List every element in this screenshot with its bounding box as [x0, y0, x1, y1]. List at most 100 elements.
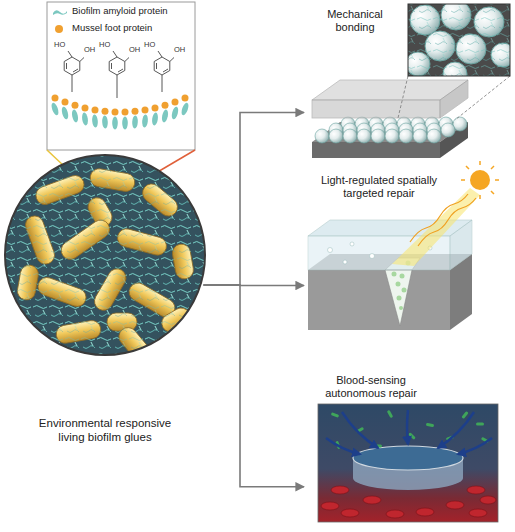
- red-blood-cell: [446, 501, 464, 509]
- double-bond: [73, 69, 78, 72]
- application-panel: Light-regulated spatially targeted repai…: [305, 170, 512, 335]
- amyloid-fiber: [171, 106, 180, 120]
- repair-particle: [402, 288, 407, 293]
- repair-particle: [396, 282, 401, 287]
- red-blood-cell: [480, 496, 496, 504]
- blood-repair-illustration: [318, 404, 498, 522]
- bond: [72, 75, 73, 92]
- atom-label: HO: [99, 41, 110, 49]
- glue-sphere: [329, 129, 343, 143]
- fiber-mesh: [5, 155, 205, 355]
- zoom-inset: [408, 4, 510, 76]
- amyloid-fiber: [142, 114, 149, 127]
- double-bond: [66, 63, 67, 69]
- bond: [170, 58, 174, 62]
- bubble: [328, 248, 333, 253]
- atom-label: HO: [144, 41, 155, 49]
- crack: [385, 270, 412, 326]
- flow-arrow: [407, 410, 408, 444]
- benzene-ring: [64, 57, 80, 75]
- biofilm-illustration: [5, 155, 205, 366]
- light-ray: [418, 198, 476, 246]
- amyloid-swatch: [52, 7, 68, 17]
- mussel-protein-dot: [132, 108, 139, 115]
- sun-ray: [466, 166, 469, 169]
- zoom-frame: [408, 4, 510, 76]
- application-panel: Blood-sensing autonomous repair: [305, 372, 512, 525]
- bubble: [350, 242, 354, 246]
- bubble: [343, 260, 347, 264]
- blood-scene: [318, 404, 498, 522]
- bond: [125, 58, 129, 62]
- top-plate-side: [440, 80, 468, 118]
- mussel-protein-dot: [102, 108, 109, 115]
- flow-arrow: [326, 438, 360, 454]
- sun-ray: [479, 161, 481, 165]
- glue-sphere: [357, 129, 371, 143]
- red-blood-cell: [331, 486, 349, 494]
- panel-title: Mechanical bonding: [315, 8, 395, 34]
- light-beam: [392, 188, 480, 266]
- amyloid-fiber: [132, 115, 138, 128]
- bubble: [370, 254, 375, 259]
- amyloid-fiber: [112, 117, 118, 130]
- mussel-protein-dot: [62, 99, 69, 106]
- mussel-protein-dot: [162, 102, 169, 109]
- sun-ray: [495, 179, 499, 181]
- glue-sphere: [441, 123, 455, 137]
- bond: [113, 51, 117, 57]
- bond: [158, 51, 162, 57]
- glue-sphere: [427, 129, 441, 143]
- atom-label: OH: [84, 46, 95, 54]
- application-panel: Mechanical bonding: [305, 4, 512, 166]
- light-ray: [410, 194, 468, 242]
- bacterium: [426, 423, 434, 427]
- mussel-protein-dot: [172, 99, 179, 106]
- repair-particle: [399, 306, 403, 310]
- amyloid-fiber: [61, 106, 70, 120]
- flow-arrow: [342, 412, 378, 448]
- mussel-protein-dot: [72, 102, 79, 109]
- red-blood-cell: [467, 486, 485, 494]
- magnifier-ring: [5, 155, 205, 355]
- mussel-protein-dot: [82, 104, 89, 111]
- red-blood-cell: [341, 509, 359, 517]
- amyloid-fiber: [180, 102, 190, 116]
- amyloid-shape: [53, 10, 67, 15]
- connector-arrow: [203, 285, 304, 487]
- mussel-protein-dot: [112, 108, 119, 115]
- glue-sphere: [371, 129, 385, 143]
- double-bond: [118, 69, 123, 72]
- water-side: [450, 220, 472, 270]
- sun-ray: [491, 166, 494, 169]
- atom-label: OH: [174, 46, 185, 54]
- sun: [470, 170, 490, 190]
- block-front: [308, 270, 450, 330]
- glue-sphere: [385, 129, 399, 143]
- red-blood-cell: [363, 496, 381, 504]
- amyloid-fiber: [122, 117, 128, 130]
- light-repair-illustration: [308, 161, 499, 330]
- amyloid-fiber: [71, 109, 79, 123]
- panel-title: Blood-sensing autonomous repair: [315, 374, 427, 400]
- fiber-mesh: [408, 4, 510, 76]
- mussel-protein-dot: [92, 106, 99, 113]
- sun-ray: [479, 195, 481, 199]
- fiber-mesh: [5, 155, 205, 355]
- mussel-protein-dot: [52, 95, 59, 102]
- glue-sphere: [343, 129, 357, 143]
- amyloid-fiber: [102, 115, 108, 128]
- bond: [80, 58, 84, 62]
- inset-box: [47, 2, 195, 150]
- sun-rays: [461, 161, 499, 199]
- red-blood-cell: [386, 510, 404, 518]
- protein-dot-swatch: [55, 25, 63, 33]
- bacterium: [408, 432, 416, 440]
- panel-title: Light-regulated spatially targeted repai…: [313, 174, 445, 200]
- bond: [117, 75, 118, 98]
- glue-sphere: [399, 129, 413, 143]
- magnified-biofilm-circle: Environmental responsive living biofilm …: [5, 155, 205, 355]
